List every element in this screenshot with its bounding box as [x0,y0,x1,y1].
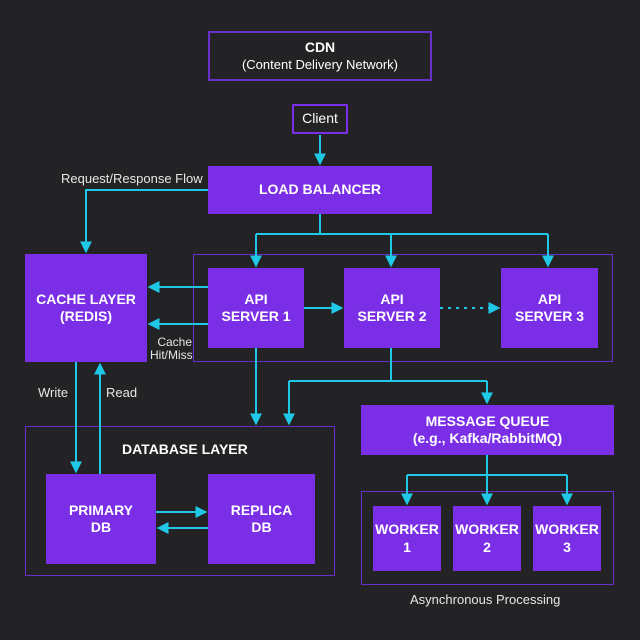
cache-hit-miss-line2: Hit/Miss [150,348,193,363]
worker-2-line1: WORKER [455,521,519,537]
replica-db-line1: REPLICA [230,501,293,518]
cdn-box: CDN (Content Delivery Network) [208,31,432,81]
api-server-1-line1: API [244,290,268,307]
api-server-3: API SERVER 3 [501,268,598,348]
database-layer-title: DATABASE LAYER [122,441,248,457]
arrow-lb-to-cache [80,189,208,254]
load-balancer-box: LOAD BALANCER [208,166,432,214]
worker-1-line2: 1 [403,538,411,555]
request-flow-label: Request/Response Flow [61,171,203,186]
api-server-group [193,254,613,362]
worker-2: WORKER 2 [453,506,521,571]
worker-1-line1: WORKER [375,521,439,537]
write-label: Write [38,385,69,400]
worker-3: WORKER 3 [533,506,601,571]
cache-hit-miss-label: Cache Hit/Miss [150,335,193,363]
client-label: Client [302,110,338,127]
replica-db-box: REPLICA DB [208,474,315,564]
worker-2-line2: 2 [483,538,491,555]
client-box: Client [292,104,348,134]
api-server-3-line2: SERVER 3 [515,308,584,324]
api-server-2-line1: API [380,290,404,307]
message-queue-subtitle: (e.g., Kafka/RabbitMQ) [412,430,563,446]
worker-3-line1: WORKER [535,521,599,537]
api-server-1-line2: SERVER 1 [221,308,291,324]
worker-1: WORKER 1 [373,506,441,571]
message-queue-box: MESSAGE QUEUE (e.g., Kafka/RabbitMQ) [361,405,614,455]
async-processing-label: Asynchronous Processing [410,592,561,607]
worker-3-line2: 3 [563,538,571,555]
api-server-2: API SERVER 2 [344,268,440,348]
cdn-subtitle: (Content Delivery Network) [241,56,399,72]
cdn-title: CDN [304,39,336,56]
replica-db-line2: DB [251,519,272,535]
primary-db-line2: DB [90,519,112,535]
cache-layer-box: CACHE LAYER (REDIS) [25,254,147,362]
cache-layer-subtitle: (REDIS) [59,308,113,324]
cache-layer-title: CACHE LAYER [36,290,136,307]
primary-db-line1: PRIMARY [68,501,134,518]
load-balancer-label: LOAD BALANCER [258,181,382,198]
cache-hit-miss-line1: Cache [157,335,192,349]
api-server-2-line2: SERVER 2 [357,308,427,324]
api-server-1: API SERVER 1 [208,268,304,348]
primary-db-box: PRIMARY DB [46,474,156,564]
database-layer-container [25,426,335,576]
message-queue-title: MESSAGE QUEUE [425,412,550,429]
api-server-3-line1: API [537,290,562,307]
read-label: Read [106,385,138,400]
